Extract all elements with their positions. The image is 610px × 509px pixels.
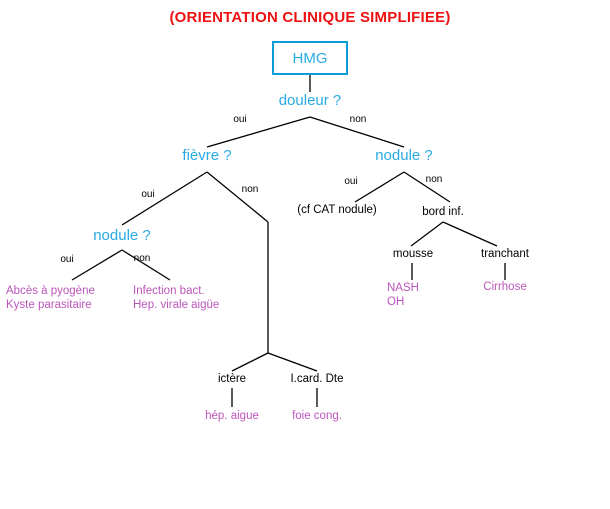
leaf-hep-aigue: hép. aigue bbox=[205, 410, 259, 422]
node-icard-dte: I.card. Dte bbox=[290, 373, 344, 385]
branch-fievre-oui: oui bbox=[141, 189, 155, 200]
leaf-foie-cong: foie cong. bbox=[292, 410, 342, 422]
leaf-infection-group: Infection bact. Hep. virale aigüe bbox=[133, 284, 219, 312]
branch-nodule-right-non: non bbox=[425, 174, 443, 185]
leaf-kyste-parasitaire: Kyste parasitaire bbox=[6, 299, 92, 312]
edge-noduleleft-abces bbox=[71, 249, 123, 281]
edge-noduleright-cfcat bbox=[354, 171, 405, 203]
branch-douleur-oui: oui bbox=[233, 114, 247, 125]
root-node-label: HMG bbox=[292, 49, 328, 67]
branch-douleur-non: non bbox=[349, 114, 367, 125]
question-nodule-right[interactable]: nodule ? bbox=[375, 147, 433, 164]
branch-nodule-left-non: non bbox=[133, 253, 151, 264]
edge-bordinf-mousse bbox=[410, 221, 444, 247]
leaf-cirrhose: Cirrhose bbox=[483, 281, 527, 293]
branch-nodule-right-oui: oui bbox=[344, 176, 358, 187]
leaf-nash-group: NASH OH bbox=[387, 281, 419, 309]
node-ictere: ictère bbox=[217, 373, 247, 385]
diagram-title: (ORIENTATION CLINIQUE SIMPLIFIEE) bbox=[169, 9, 451, 26]
edge-douleur-fievre bbox=[206, 116, 311, 148]
leaf-abces-pyogene: Abcès à pyogène bbox=[6, 285, 95, 297]
edge-fievre-nodule bbox=[121, 171, 208, 226]
branch-nodule-left-oui: oui bbox=[60, 254, 74, 265]
question-douleur[interactable]: douleur ? bbox=[278, 92, 342, 109]
question-nodule-left[interactable]: nodule ? bbox=[93, 227, 151, 244]
question-fievre[interactable]: fièvre ? bbox=[182, 147, 232, 164]
leaf-nash: NASH bbox=[387, 282, 419, 294]
branch-fievre-non: non bbox=[241, 184, 259, 195]
root-node-hmg[interactable]: HMG bbox=[272, 41, 348, 75]
leaf-abces-group: Abcès à pyogène Kyste parasitaire bbox=[6, 284, 95, 312]
edge-fork-icard bbox=[267, 352, 318, 372]
edge-fork-ictere bbox=[231, 352, 269, 372]
node-bord-inf: bord inf. bbox=[422, 206, 464, 218]
leaf-hep-virale-aigue: Hep. virale aigüe bbox=[133, 299, 220, 312]
edge-bordinf-tranchant bbox=[442, 221, 498, 247]
node-mousse: mousse bbox=[392, 248, 434, 260]
node-tranchant: tranchant bbox=[481, 248, 529, 260]
node-cf-cat-nodule: (cf CAT nodule) bbox=[297, 204, 377, 216]
leaf-infection-bact: Infection bact. bbox=[133, 285, 205, 297]
leaf-oh: OH bbox=[387, 296, 405, 309]
edge-fievre-non-diag bbox=[206, 171, 269, 223]
